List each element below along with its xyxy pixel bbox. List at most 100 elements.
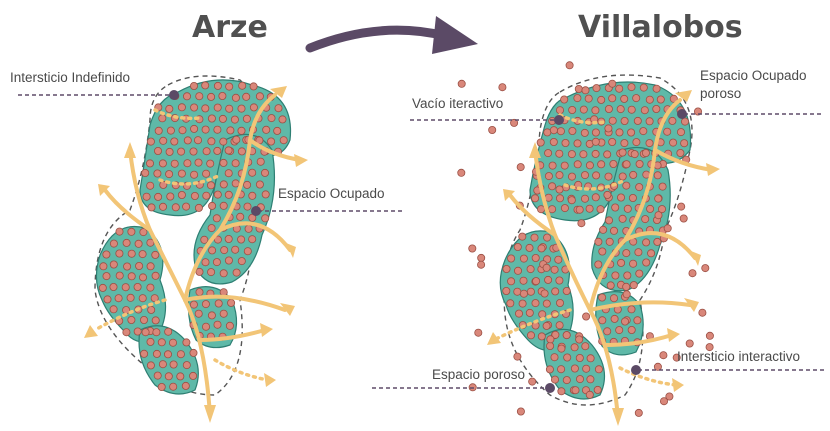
pore-dot xyxy=(219,92,226,99)
pore-dot xyxy=(146,160,153,167)
pore-dot xyxy=(610,227,617,234)
label-intersticio-interactivo-text: Intersticio interactivo xyxy=(677,349,800,364)
scattered-dot xyxy=(680,215,687,222)
scattered-dot xyxy=(543,264,550,271)
scattered-dot xyxy=(547,336,554,343)
pore-dot xyxy=(623,250,630,257)
pore-dot xyxy=(225,191,232,198)
scattered-dot xyxy=(605,125,612,132)
pore-dot xyxy=(178,104,185,111)
pore-dot xyxy=(563,332,570,339)
pore-dot xyxy=(600,226,607,233)
pore-dot xyxy=(599,317,606,324)
pore-dot xyxy=(249,192,256,199)
pore-dot xyxy=(221,247,228,254)
pore-dot xyxy=(159,361,166,368)
scattered-dot xyxy=(578,220,585,227)
pore-dot xyxy=(195,310,202,317)
pore-dot xyxy=(619,149,626,156)
pore-dot xyxy=(177,351,184,358)
pore-dot xyxy=(110,306,117,313)
scattered-dot xyxy=(541,290,548,297)
scattered-dot xyxy=(499,84,506,91)
pore-dot xyxy=(152,251,159,258)
pore-dot xyxy=(164,351,171,358)
pore-dot xyxy=(220,202,227,209)
pore-dot xyxy=(581,129,588,136)
pore-dot xyxy=(191,192,198,199)
pore-dot xyxy=(214,147,221,154)
pore-dot xyxy=(609,117,616,124)
label-espacio-poroso: Espacio poroso xyxy=(372,367,555,393)
pore-dot xyxy=(519,233,526,240)
pore-dot xyxy=(123,239,130,246)
pore-dot xyxy=(636,160,643,167)
pore-dot xyxy=(220,181,227,188)
pore-dot xyxy=(208,93,215,100)
pore-dot xyxy=(244,181,251,188)
pore-dot xyxy=(154,147,161,154)
pore-dot xyxy=(202,82,209,89)
pore-dot xyxy=(182,382,189,389)
pore-dot xyxy=(203,170,210,177)
pore-dot xyxy=(532,300,539,307)
scattered-dot xyxy=(543,322,550,329)
pore-dot xyxy=(580,106,587,113)
pore-dot xyxy=(155,127,162,134)
pore-dot xyxy=(583,365,590,372)
pore-dot xyxy=(507,300,514,307)
scattered-dot xyxy=(604,191,611,198)
pore-dot xyxy=(635,249,642,256)
pore-dot xyxy=(604,328,611,335)
pore-dot xyxy=(143,193,150,200)
pore-dot xyxy=(165,373,172,380)
pore-dot xyxy=(563,377,570,384)
pore-dot xyxy=(190,82,197,89)
pore-dot xyxy=(646,96,653,103)
pore-dot xyxy=(537,139,544,146)
pore-dot xyxy=(610,295,617,302)
pore-dot xyxy=(280,137,287,144)
pore-dot xyxy=(142,329,149,336)
scattered-dot xyxy=(582,87,589,94)
pore-dot xyxy=(202,259,209,266)
pore-dot xyxy=(171,160,178,167)
pore-dot xyxy=(184,137,191,144)
pore-dot xyxy=(139,251,146,258)
pore-dot xyxy=(520,277,527,284)
pore-dot xyxy=(159,160,166,167)
pore-dot xyxy=(609,95,616,102)
pore-dot xyxy=(568,151,575,158)
pore-dot xyxy=(619,215,626,222)
pore-dot xyxy=(597,206,604,213)
pore-dot xyxy=(677,149,684,156)
pore-dot xyxy=(612,272,619,279)
pore-dot xyxy=(207,160,214,167)
pore-dot xyxy=(104,296,111,303)
pore-dot xyxy=(546,366,553,373)
pore-dot xyxy=(628,106,635,113)
pore-dot xyxy=(628,129,635,136)
scattered-dot xyxy=(458,80,465,87)
pore-dot xyxy=(532,195,539,202)
arze-diagram: Intersticio Indefinido Espacio Ocupado xyxy=(10,70,402,423)
pore-dot xyxy=(633,139,640,146)
pore-dot xyxy=(544,234,551,241)
pore-dot xyxy=(178,170,185,177)
pore-dot xyxy=(196,289,203,296)
scattered-dot xyxy=(489,126,496,133)
pore-dot xyxy=(664,128,671,135)
pore-dot xyxy=(616,129,623,136)
pore-dot xyxy=(642,216,649,223)
pore-dot xyxy=(592,107,599,114)
scattered-dot xyxy=(478,254,485,261)
pore-dot xyxy=(619,173,626,180)
scattered-dot xyxy=(572,387,579,394)
pore-dot xyxy=(508,255,515,262)
pore-dot xyxy=(568,173,575,180)
pore-dot xyxy=(545,276,552,283)
pore-dot xyxy=(209,202,216,209)
scattered-dot xyxy=(550,127,557,134)
scattered-dot xyxy=(609,80,616,87)
